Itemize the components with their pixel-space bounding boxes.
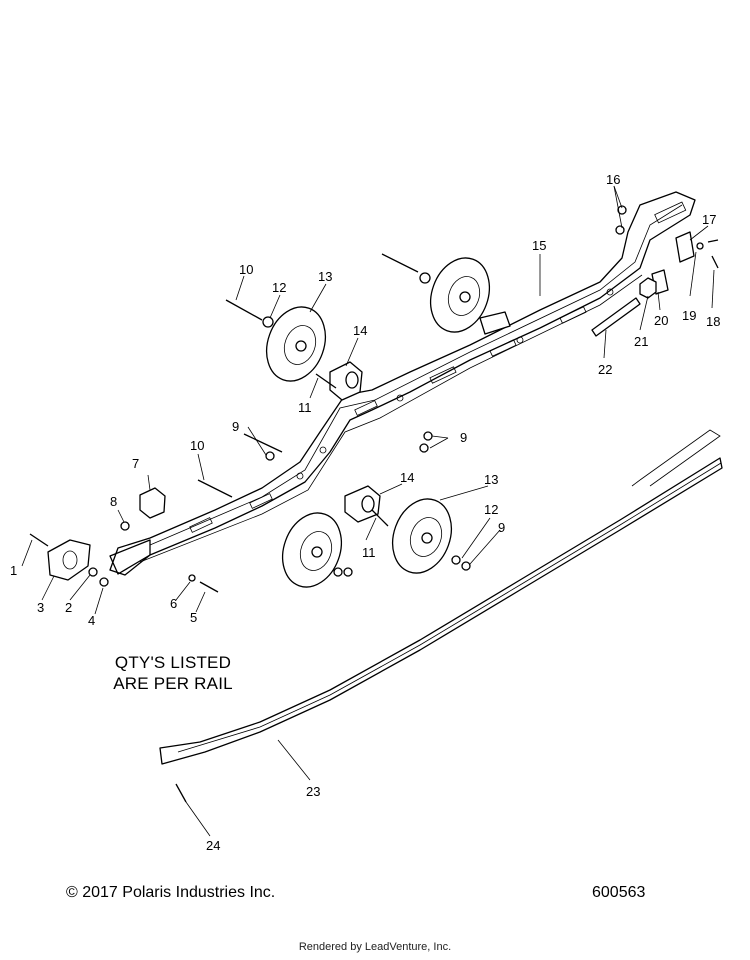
end-cap-3 (47, 539, 91, 581)
callout-9a: 9 (232, 419, 239, 434)
rear-axle-22 (591, 297, 641, 337)
document-number: 600563 (592, 884, 646, 901)
washers-and-nuts (88, 205, 704, 587)
copyright-text: © 2017 Polaris Industries Inc. (66, 884, 276, 901)
callout-13b: 13 (484, 472, 498, 487)
callout-24: 24 (206, 838, 220, 853)
callout-8: 8 (110, 494, 117, 509)
wear-strip (159, 429, 723, 765)
callout-10a: 10 (239, 262, 253, 277)
idler-wheel-lower-front (282, 512, 342, 588)
callout-12a: 12 (272, 280, 286, 295)
callout-5: 5 (190, 610, 197, 625)
callout-11b: 11 (362, 545, 376, 560)
callout-9b: 9 (460, 430, 467, 445)
bracket-7 (139, 487, 166, 519)
idler-wheel-upper-rear (430, 257, 490, 333)
callout-labels: 1 2 3 4 5 6 7 8 9 9 9 10 10 11 11 12 12 … (10, 172, 720, 853)
callout-2: 2 (65, 600, 72, 615)
callout-20: 20 (654, 313, 668, 328)
quantity-note-line-2: ARE PER RAIL (113, 674, 233, 693)
idler-wheel-upper-front (266, 306, 326, 382)
bolts (29, 239, 719, 803)
cross-shaft (479, 311, 511, 335)
callout-4: 4 (88, 613, 95, 628)
callout-21: 21 (634, 334, 648, 349)
callout-14a: 14 (353, 323, 367, 338)
callout-1: 1 (10, 563, 17, 578)
callout-22: 22 (598, 362, 612, 377)
quantity-note-line-1: QTY'S LISTED (114, 653, 232, 672)
callout-23: 23 (306, 784, 320, 799)
callout-18: 18 (706, 314, 720, 329)
callout-12b: 12 (484, 502, 498, 517)
callout-13a: 13 (318, 269, 332, 284)
callout-16: 16 (606, 172, 620, 187)
callout-6: 6 (170, 596, 177, 611)
callout-14b: 14 (400, 470, 414, 485)
nut-21 (639, 277, 657, 299)
callout-15: 15 (532, 238, 546, 253)
spacer-lower (344, 485, 381, 523)
callout-10b: 10 (190, 438, 204, 453)
idler-wheel-lower-rear (392, 498, 452, 574)
callout-11a: 11 (298, 400, 312, 415)
callout-3: 3 (37, 600, 44, 615)
callout-19: 19 (682, 308, 696, 323)
rendered-by-text: Rendered by LeadVenture, Inc. (298, 941, 452, 953)
callout-17: 17 (702, 212, 716, 227)
spacer-upper (329, 361, 363, 401)
callout-9c: 9 (498, 520, 505, 535)
callout-7: 7 (132, 456, 139, 471)
leader-lines (21, 185, 715, 837)
quantity-note: QTY'S LISTED ARE PER RAIL (78, 652, 268, 694)
rear-plate-17 (675, 231, 695, 263)
slide-rail-frame (109, 191, 696, 576)
